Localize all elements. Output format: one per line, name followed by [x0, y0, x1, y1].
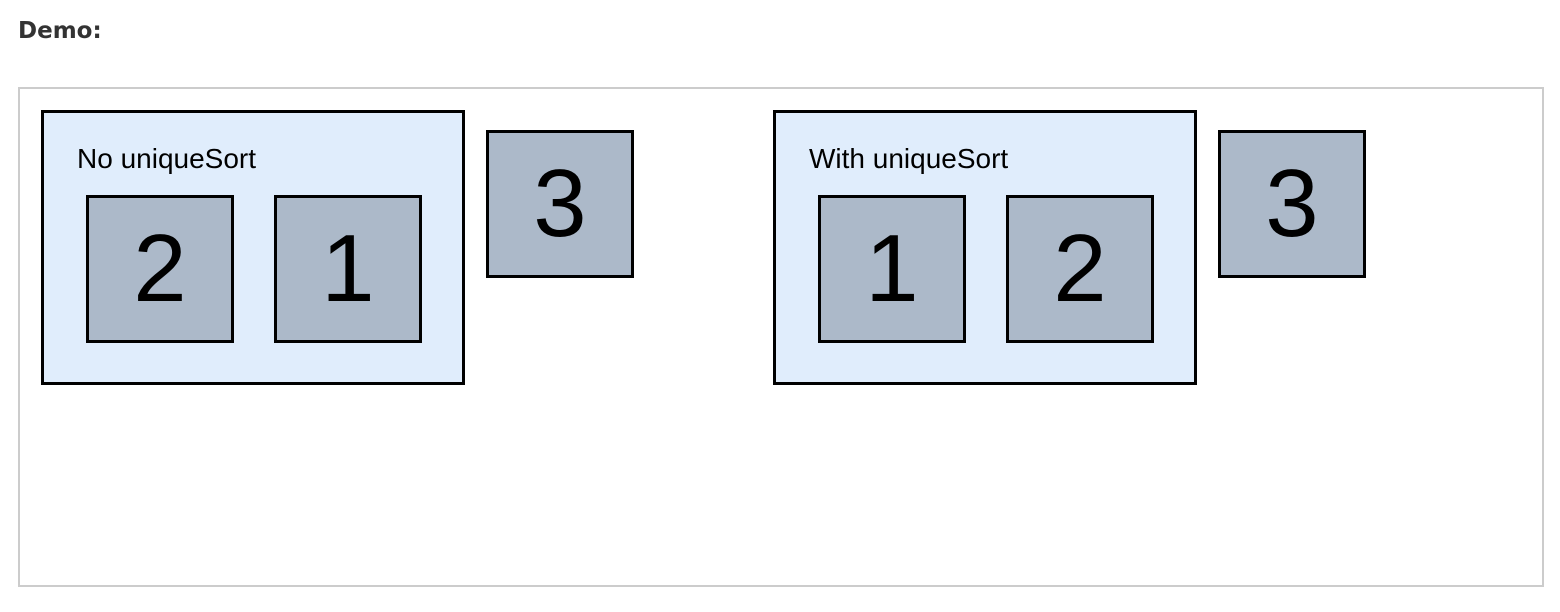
demo-frame: No uniqueSort 2 1 3 With uniqueSort 1 2 …	[18, 87, 1544, 587]
demo-heading: Demo:	[18, 18, 102, 44]
draggable-box[interactable]: 2	[86, 195, 234, 343]
draggable-box[interactable]: 1	[274, 195, 422, 343]
sortable-container-with-uniquesort: With uniqueSort 1 2	[773, 110, 1197, 385]
draggable-box[interactable]: 3	[1218, 130, 1366, 278]
container-label: No uniqueSort	[77, 143, 257, 174]
draggable-box[interactable]: 2	[1006, 195, 1154, 343]
container-label: With uniqueSort	[809, 143, 1009, 174]
sortable-container-no-uniquesort: No uniqueSort 2 1	[41, 110, 465, 385]
draggable-box[interactable]: 1	[818, 195, 966, 343]
draggable-box[interactable]: 3	[486, 130, 634, 278]
